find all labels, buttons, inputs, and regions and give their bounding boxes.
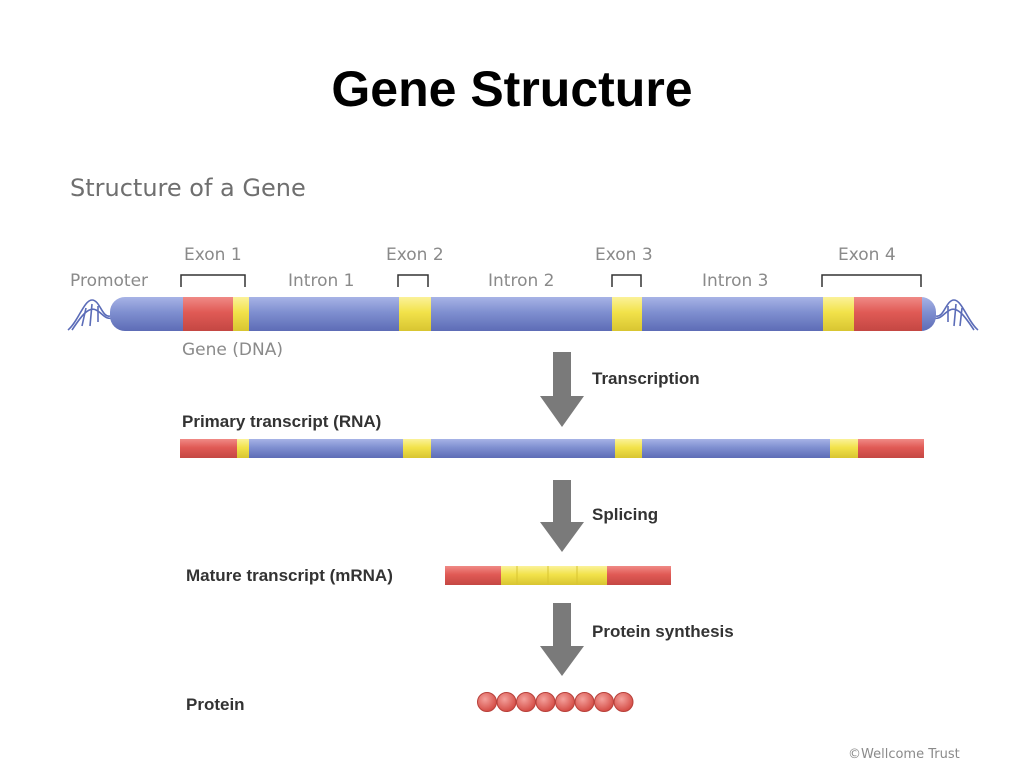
exon-1-coding-segment bbox=[183, 297, 233, 331]
mature-transcript-bar bbox=[445, 566, 671, 585]
dna-helix-left bbox=[67, 299, 115, 331]
amino-acid-bead bbox=[555, 692, 575, 712]
amino-acid-bead bbox=[496, 692, 517, 712]
protein-synthesis-arrow bbox=[540, 603, 584, 676]
protein-synthesis-label: Protein synthesis bbox=[592, 622, 734, 641]
exon-3-bracket bbox=[611, 274, 642, 287]
exon-2-bracket bbox=[397, 274, 429, 287]
promoter-label: Promoter bbox=[70, 271, 148, 291]
amino-acid-bead bbox=[477, 692, 497, 712]
amino-acid-bead bbox=[594, 692, 614, 712]
amino-acid-bead bbox=[574, 692, 595, 712]
slide-title: Gene Structure bbox=[331, 61, 693, 117]
exon-4-bracket bbox=[821, 274, 922, 287]
exon-1-label: Exon 1 bbox=[184, 245, 242, 265]
exon-4-utr-segment bbox=[823, 297, 854, 331]
wellcome-trust-credit: ©Wellcome Trust bbox=[848, 747, 960, 762]
exon-1-bracket bbox=[180, 274, 246, 287]
splicing-arrow bbox=[540, 480, 584, 552]
dna-helix-right bbox=[931, 299, 979, 331]
protein-chain bbox=[477, 692, 634, 712]
intron-3-label: Intron 3 bbox=[702, 271, 768, 291]
transcription-label: Transcription bbox=[592, 369, 700, 388]
exon-3-segment bbox=[612, 297, 642, 331]
exon-1-utr-segment bbox=[233, 297, 249, 331]
splicing-label: Splicing bbox=[592, 505, 658, 524]
amino-acid-bead bbox=[613, 692, 634, 712]
primary-transcript-bar bbox=[180, 439, 924, 458]
exon-brackets bbox=[180, 274, 922, 287]
exon-4-coding-segment bbox=[854, 297, 922, 331]
amino-acid-bead bbox=[516, 692, 536, 712]
gene-dna-bar bbox=[110, 297, 936, 331]
exon-4-label: Exon 4 bbox=[838, 245, 896, 265]
protein-label: Protein bbox=[186, 695, 245, 714]
amino-acid-bead bbox=[535, 692, 556, 712]
primary-transcript-label: Primary transcript (RNA) bbox=[182, 412, 381, 431]
exon-2-label: Exon 2 bbox=[386, 245, 444, 265]
intron-1-label: Intron 1 bbox=[288, 271, 354, 291]
exon-3-label: Exon 3 bbox=[595, 245, 653, 265]
gene-dna-label: Gene (DNA) bbox=[182, 340, 283, 360]
diagram-subtitle: Structure of a Gene bbox=[70, 174, 306, 202]
mature-transcript-label: Mature transcript (mRNA) bbox=[186, 566, 393, 585]
transcription-arrow bbox=[540, 352, 584, 427]
intron-2-label: Intron 2 bbox=[488, 271, 554, 291]
exon-2-segment bbox=[399, 297, 431, 331]
